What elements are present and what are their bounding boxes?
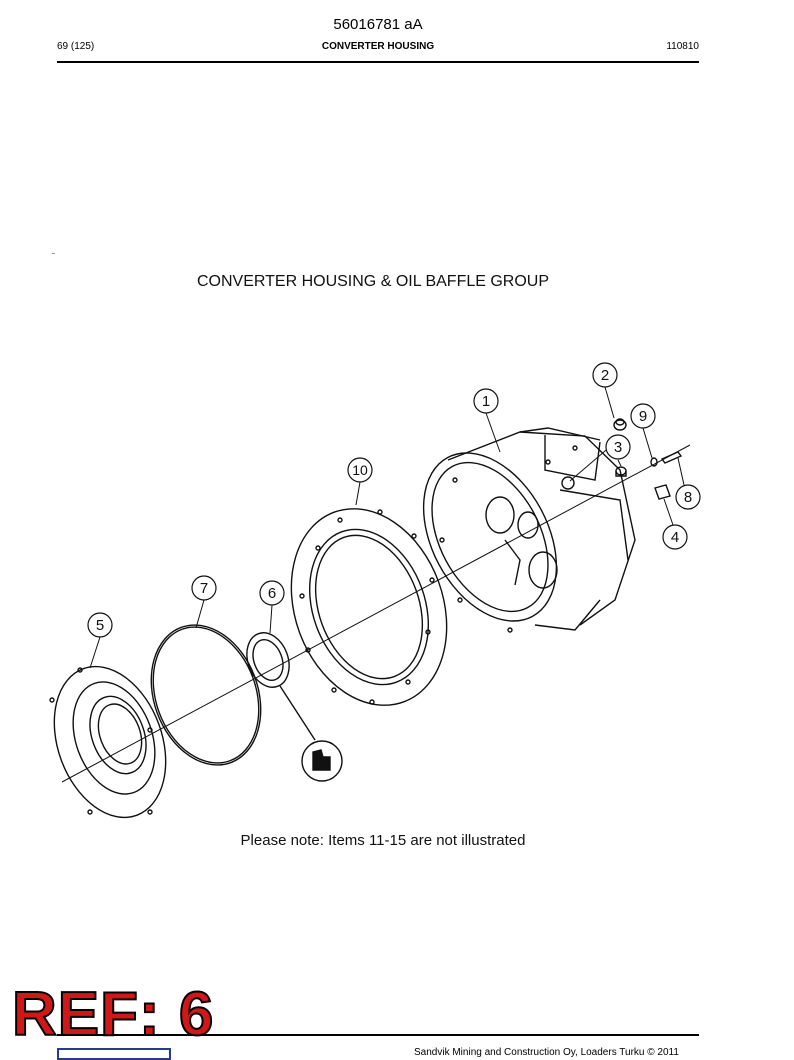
part-4-fitting: [654, 484, 671, 500]
part-7-o-ring: [150, 624, 262, 766]
diagram-title: CONVERTER HOUSING & OIL BAFFLE GROUP: [197, 273, 549, 290]
scan-speck: [52, 253, 55, 254]
callout-circle-10: [347, 457, 373, 483]
date-code: 110810: [666, 41, 699, 52]
callout-label-3: 3: [614, 439, 622, 456]
callout-circle-5: [87, 612, 113, 638]
callout-circle-7: [191, 575, 217, 601]
sandvik-logo: [57, 1048, 171, 1060]
callout-circle-8: [675, 484, 701, 510]
center-axis-line: [61, 444, 691, 783]
part-6-seal: [246, 632, 316, 741]
callout-label-4: 4: [671, 529, 679, 546]
ref-stamp: REF: 6: [11, 980, 215, 1049]
part-5-cover: [49, 665, 167, 819]
callout-label-5: 5: [96, 617, 104, 634]
footer-divider: [57, 1034, 699, 1036]
part-3-fitting: [615, 466, 627, 477]
callout-label-7: 7: [200, 580, 208, 597]
callout-label-6: 6: [268, 585, 276, 602]
callout-label-1: 1: [482, 393, 490, 410]
callout-label-10: 10: [352, 462, 368, 478]
page-number: 69 (125): [57, 41, 95, 52]
callout-circle-4: [662, 524, 688, 550]
converter-housing: [422, 427, 636, 633]
callout-label-2: 2: [601, 367, 609, 384]
part-2-3-fitting: [561, 476, 575, 490]
callout-circle-1: [473, 388, 499, 414]
part-2-plug: [613, 418, 627, 431]
callout-circle-2: [592, 362, 618, 388]
part-9-washer: [650, 457, 658, 467]
callout-circle-3: [605, 434, 631, 460]
callout-circle-6: [259, 580, 285, 606]
callout-label-8: 8: [684, 489, 692, 506]
diagram-note: Please note: Items 11-15 are not illustr…: [241, 832, 526, 849]
document-number: 56016781 aA: [333, 16, 423, 33]
part-10-ring: [290, 508, 448, 706]
section-title: CONVERTER HOUSING: [321, 41, 435, 52]
callout-circle-9: [630, 403, 656, 429]
part-8-bolt: [660, 451, 683, 464]
seal-detail-inset: [301, 740, 343, 782]
header-divider: [57, 61, 699, 63]
callout-label-9: 9: [639, 408, 647, 425]
